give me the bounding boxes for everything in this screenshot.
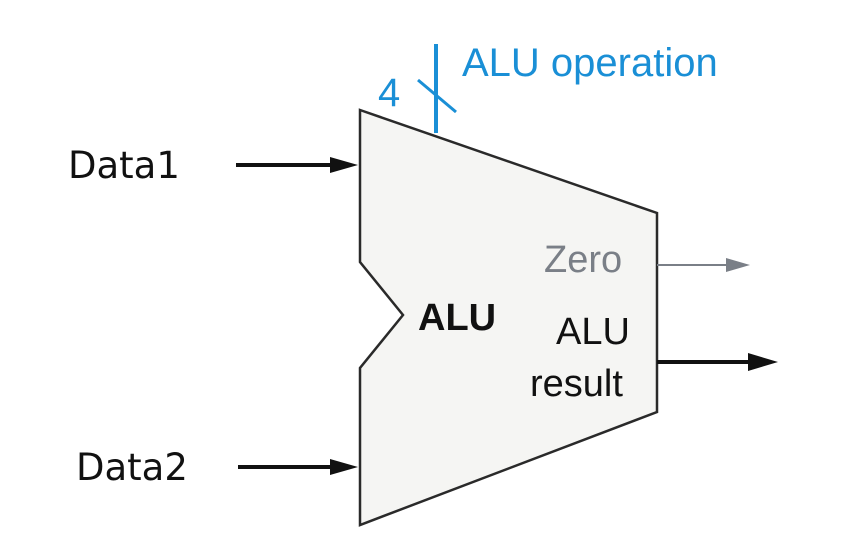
- alu-operation-line: [417, 44, 457, 133]
- data1-arrow: [236, 157, 358, 173]
- data2-arrow: [238, 459, 358, 475]
- zero-label: Zero: [544, 239, 622, 281]
- bus-width-label: 4: [378, 71, 400, 115]
- alu-name-label: ALU: [418, 297, 496, 339]
- alu-result-label-line1: ALU: [556, 311, 630, 353]
- alu-result-arrow: [657, 353, 778, 371]
- alu-body: [358, 108, 659, 527]
- alu-result-label-line2: result: [530, 363, 623, 405]
- zero-arrow: [657, 258, 750, 272]
- alu-operation-label: ALU operation: [462, 41, 718, 85]
- data2-label: Data2: [76, 446, 188, 489]
- data1-label: Data1: [68, 144, 180, 187]
